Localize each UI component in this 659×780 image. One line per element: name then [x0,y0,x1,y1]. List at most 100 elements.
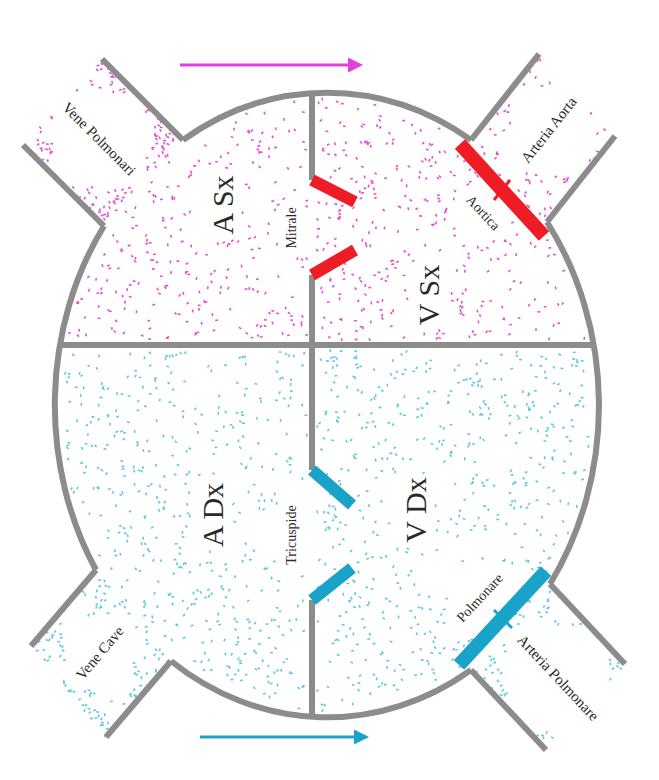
blood-dot [175,623,178,626]
blood-dot [185,262,188,265]
blood-dot [547,557,550,559]
blood-dot [549,82,551,85]
blood-dot [340,350,343,352]
blood-dot [81,447,84,450]
blood-dot [262,508,265,511]
blood-dot [185,320,188,322]
blood-dot [367,638,370,640]
blood-dot [104,599,107,602]
chamber-label: V Sx [411,262,446,328]
blood-dot [505,692,508,694]
blood-dot [477,246,479,249]
blood-dot [423,632,426,635]
blood-dot [115,504,117,507]
blood-dot [93,692,96,694]
blood-dot [377,271,380,273]
blood-dot [244,542,247,545]
blood-dot [138,490,141,493]
blood-dot [326,360,329,362]
blood-dot [335,508,337,511]
blood-dot [231,239,234,242]
blood-dot [532,401,535,404]
blood-dot [131,190,133,193]
blood-dot [87,614,90,617]
blood-dot [347,676,350,679]
blood-dot [537,311,540,313]
blood-dot [92,612,95,615]
blood-dot [148,338,151,340]
blood-dot [350,661,353,664]
blood-dot [259,629,262,632]
blood-dot [508,492,511,495]
blood-dot [112,491,115,494]
blood-dot [204,597,207,599]
blood-dot [256,278,259,280]
blood-dot [304,148,307,150]
blood-dot [204,144,207,147]
blood-dot [341,318,343,321]
blood-dot [437,177,440,180]
blood-dot [397,548,399,551]
blood-dot [134,370,137,373]
blood-dot [238,512,241,515]
blood-dot [339,318,342,320]
blood-dot [394,267,397,269]
blood-dot [375,477,378,479]
blood-dot [193,660,196,662]
blood-dot [425,362,427,365]
blood-dot [535,499,538,502]
blood-dot [436,447,439,450]
blood-dot [438,337,441,340]
blood-dot [185,271,188,273]
blood-dot [96,486,99,489]
blood-dot [343,125,346,127]
blood-dot [277,589,280,592]
blood-dot [68,332,71,334]
blood-dot [476,372,478,375]
blood-dot [414,616,416,619]
blood-dot [359,674,362,677]
blood-dot [438,175,441,178]
blood-dot [163,506,165,509]
blood-dot [148,327,151,330]
blood-dot [344,524,347,526]
blood-dot [500,672,503,675]
blood-dot [297,604,299,607]
blood-dot [374,196,377,199]
blood-dot [63,680,65,683]
blood-dot [226,665,229,667]
blood-dot [365,586,368,589]
blood-dot [186,503,188,506]
blood-dot [240,265,242,268]
blood-dot [461,560,464,562]
blood-dot [357,682,360,685]
blood-dot [322,248,325,251]
blood-dot [390,260,393,263]
blood-dot [144,515,147,518]
blood-dot [542,466,545,469]
blood-dot [123,475,126,477]
blood-dot [120,393,123,395]
blood-dot [297,707,300,709]
blood-dot [116,198,119,200]
blood-dot [267,232,269,235]
blood-dot [178,294,181,297]
blood-dot [619,667,622,669]
blood-dot [455,522,458,525]
blood-dot [178,313,181,315]
blood-dot [114,554,117,557]
blood-dot [267,222,269,225]
blood-dot [515,441,518,444]
blood-dot [504,253,507,256]
blood-dot [210,569,213,572]
blood-dot [225,568,228,571]
blood-dot [159,398,161,401]
blood-dot [390,311,393,314]
blood-dot [435,161,437,164]
blood-dot [339,216,341,219]
blood-dot [109,84,112,86]
blood-dot [517,417,520,419]
blood-dot [494,157,497,160]
blood-dot [209,561,212,564]
blood-dot [366,604,369,606]
